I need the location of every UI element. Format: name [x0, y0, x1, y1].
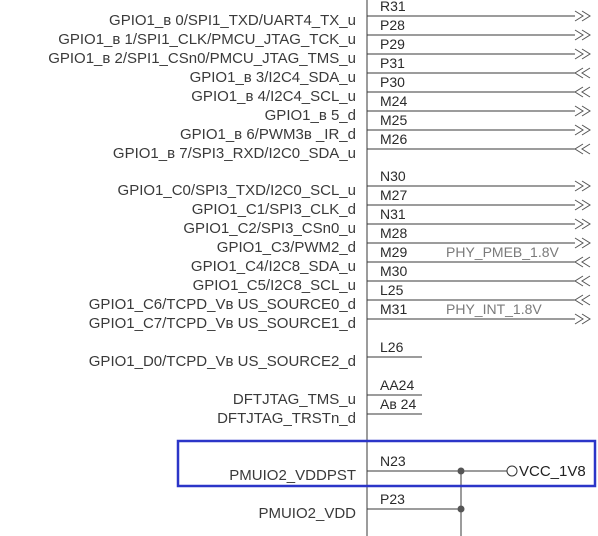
pin-number: P28	[380, 17, 405, 33]
signal-label: GPIO1_C0/SPI3_TXD/I2C0_SCL_u	[118, 182, 356, 199]
junction-dot	[457, 505, 465, 513]
pin-number: P31	[380, 55, 405, 71]
offpage-connectors	[574, 10, 591, 325]
signal-label: DFTJTAG_TRSTn_d	[217, 410, 356, 427]
offpage-connector-icon	[574, 143, 591, 155]
power-net-label: VCC_1V8	[519, 463, 586, 480]
power-port-icon	[506, 465, 518, 477]
signal-label: PMUIO2_VDDPST	[229, 467, 356, 484]
pin-number: P30	[380, 74, 405, 90]
signal-label: GPIO1_C4/I2C8_SDA_u	[191, 258, 356, 275]
net-label: PHY_PMEB_1.8V	[446, 244, 559, 260]
pin-number: N23	[380, 453, 406, 469]
signal-label: GPIO1_C1/SPI3_CLK_d	[192, 201, 356, 218]
pin-number: P23	[380, 491, 405, 507]
offpage-connector-icon	[574, 256, 591, 268]
signal-label: GPIO1_C2/SPI3_CSn0_u	[183, 220, 356, 237]
offpage-connector-icon	[574, 86, 591, 98]
offpage-connector-icon	[574, 67, 591, 79]
offpage-connector-icon	[574, 124, 591, 136]
signal-label: PMUIO2_VDD	[258, 505, 356, 522]
signal-label: GPIO1_C5/I2C8_SCL_u	[193, 277, 356, 294]
pin-number: M27	[380, 187, 407, 203]
highlight-box	[176, 439, 597, 488]
pin-number: L26	[380, 339, 404, 355]
offpage-connector-icon	[574, 313, 591, 325]
net-label: PHY_INT_1.8V	[446, 301, 542, 317]
pin-number: N31	[380, 206, 406, 222]
signal-labels: GPIO1_ʙ 0/SPI1_TXD/UART4_TX_u GPIO1_ʙ 1/…	[48, 12, 356, 522]
signal-label: GPIO1_ʙ 1/SPI1_CLK/PMCU_JTAG_TCK_u	[58, 31, 356, 48]
pin-number: P29	[380, 36, 405, 52]
pin-number: M25	[380, 112, 407, 128]
pin-number: M31	[380, 301, 407, 317]
signal-label: DFTJTAG_TMS_u	[233, 391, 356, 408]
signal-label: GPIO1_ʙ 5_d	[265, 107, 356, 124]
offpage-connector-icon	[574, 275, 591, 287]
signal-label: GPIO1_ʙ 6/PWM3ʙ _IR_d	[180, 126, 356, 143]
pin-number: R31	[380, 0, 406, 14]
signal-label: GPIO1_ʙ 2/SPI1_CSn0/PMCU_JTAG_TMS_u	[48, 50, 356, 67]
pin-number: M26	[380, 131, 407, 147]
offpage-connector-icon	[574, 180, 591, 192]
signal-label: GPIO1_D0/TCPD_Vʙ US_SOURCE2_d	[89, 353, 356, 370]
pin-number: M28	[380, 225, 407, 241]
signal-label: GPIO1_C6/TCPD_Vʙ US_SOURCE0_d	[89, 296, 356, 313]
offpage-connector-icon	[574, 48, 591, 60]
pin-number: N30	[380, 168, 406, 184]
offpage-connector-icon	[574, 10, 591, 22]
offpage-connector-icon	[574, 218, 591, 230]
pin-number: Aʙ 24	[380, 396, 416, 412]
pin-lines	[367, 15, 575, 510]
pin-numbers: R31 P28 P29 P31 P30 M24 M25 M26 N30 M27 …	[380, 0, 416, 507]
signal-label: GPIO1_C3/PWM2_d	[217, 239, 356, 256]
offpage-connector-icon	[574, 199, 591, 211]
pin-number: L25	[380, 282, 404, 298]
signal-label: GPIO1_ʙ 7/SPI3_RXD/I2C0_SDA_u	[113, 145, 356, 162]
signal-label: GPIO1_ʙ 0/SPI1_TXD/UART4_TX_u	[109, 12, 356, 29]
offpage-connector-icon	[574, 237, 591, 249]
offpage-connector-icon	[574, 105, 591, 117]
pin-number: M30	[380, 263, 407, 279]
pin-number: AA24	[380, 377, 414, 393]
signal-label: GPIO1_ʙ 4/I2C4_SCL_u	[191, 88, 356, 105]
pin-number: M29	[380, 244, 407, 260]
pin-number: M24	[380, 93, 407, 109]
signal-label: GPIO1_C7/TCPD_Vʙ US_SOURCE1_d	[89, 315, 356, 332]
offpage-connector-icon	[574, 294, 591, 306]
junction-dot	[457, 467, 465, 475]
signal-label: GPIO1_ʙ 3/I2C4_SDA_u	[190, 69, 356, 86]
offpage-connector-icon	[574, 29, 591, 41]
